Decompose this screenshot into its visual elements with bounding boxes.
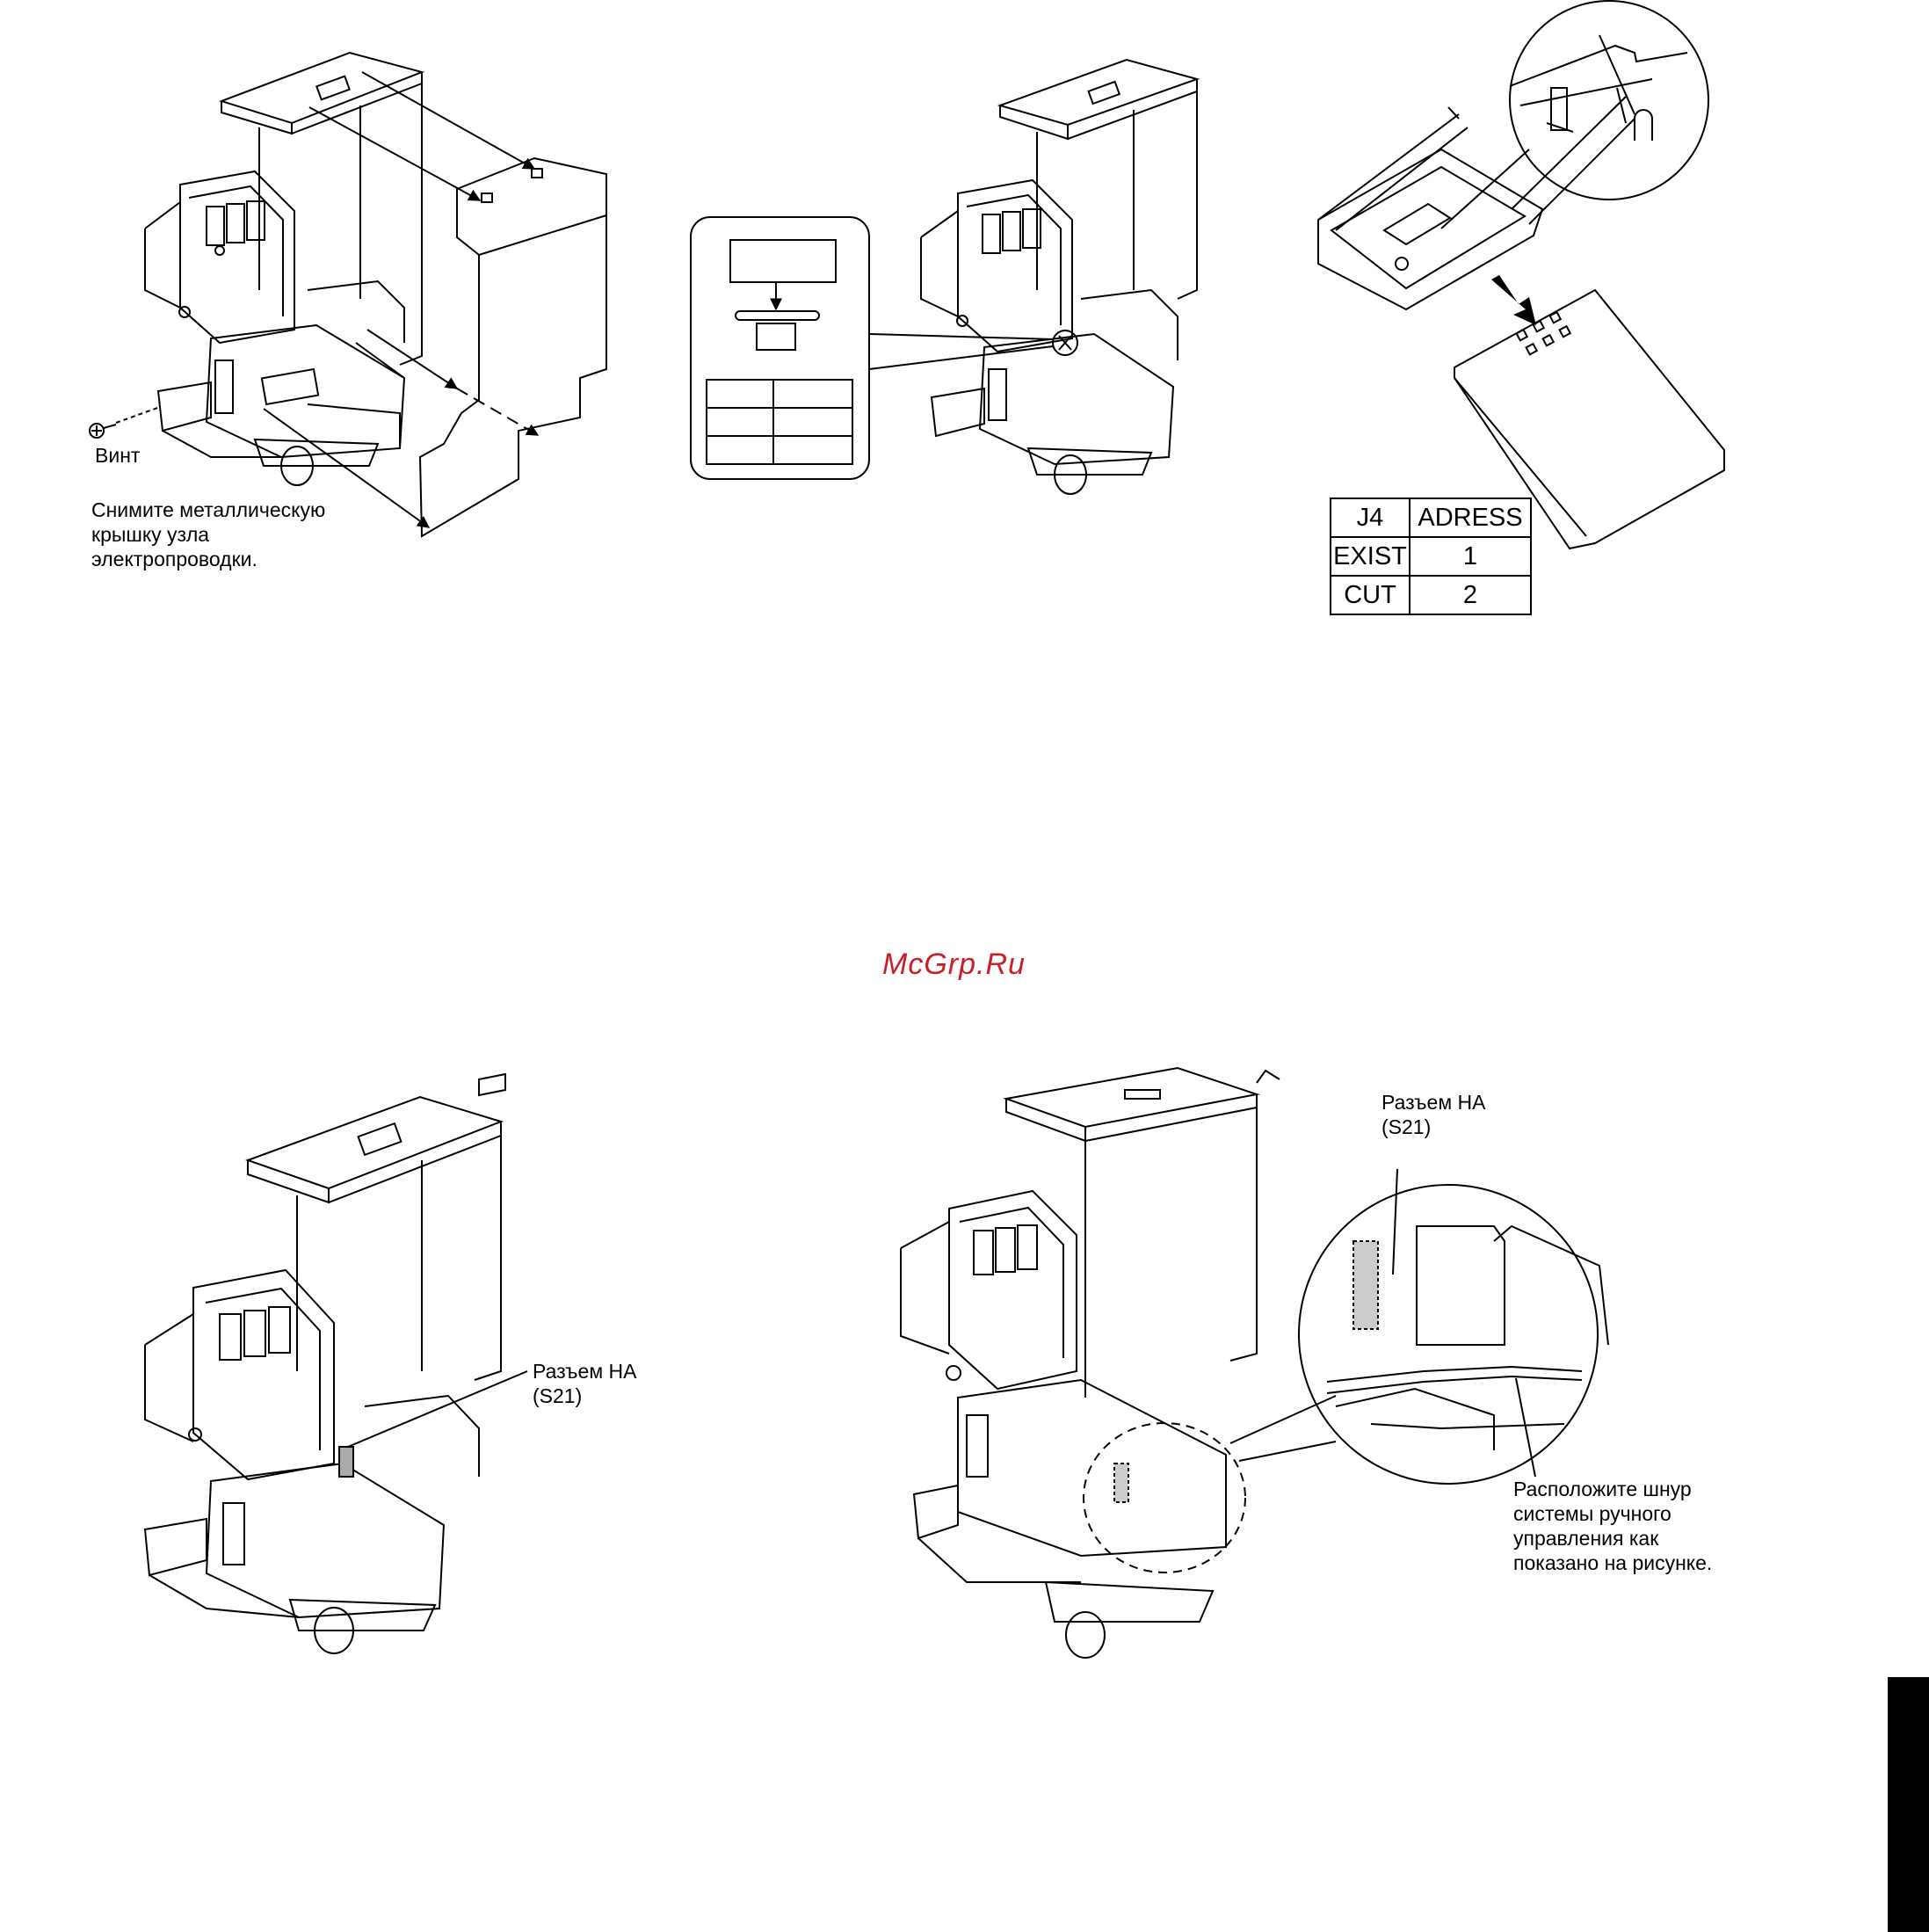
figure3-remote-drawing [1318, 1, 1724, 548]
table-cell: CUT [1331, 576, 1410, 614]
figure1-unit-drawing [90, 53, 422, 485]
j4-address-table: J4 ADRESS EXIST 1 CUT 2 [1330, 498, 1532, 615]
ha-connector-label: Разъем HA (S21) [533, 1359, 636, 1408]
figure5-unit-drawing [901, 1068, 1608, 1658]
table-header-cell: ADRESS [1410, 498, 1531, 537]
remove-cover-instruction: Снимите металлическую крышку узла электр… [91, 498, 325, 571]
cover-direction-arrows [264, 72, 538, 527]
figure4-unit-drawing [145, 1074, 527, 1653]
table-header-cell: J4 [1331, 498, 1410, 537]
table-cell: EXIST [1331, 537, 1410, 576]
table-row: EXIST 1 [1331, 537, 1531, 576]
screw-label: Винт [95, 443, 140, 468]
cord-routing-note: Расположите шнур системы ручного управле… [1513, 1477, 1712, 1575]
page-edge-tab [1888, 1677, 1929, 1932]
switch-detail-callout [691, 217, 1053, 479]
metal-cover [420, 158, 606, 536]
table-row: CUT 2 [1331, 576, 1531, 614]
ha-connector-label-detail: Разъем HA (S21) [1381, 1090, 1485, 1139]
table-cell: 1 [1410, 537, 1531, 576]
table-cell: 2 [1410, 576, 1531, 614]
figure2-unit-drawing [921, 60, 1197, 494]
watermark: McGrp.Ru [882, 948, 1026, 982]
table-row: J4 ADRESS [1331, 498, 1531, 537]
